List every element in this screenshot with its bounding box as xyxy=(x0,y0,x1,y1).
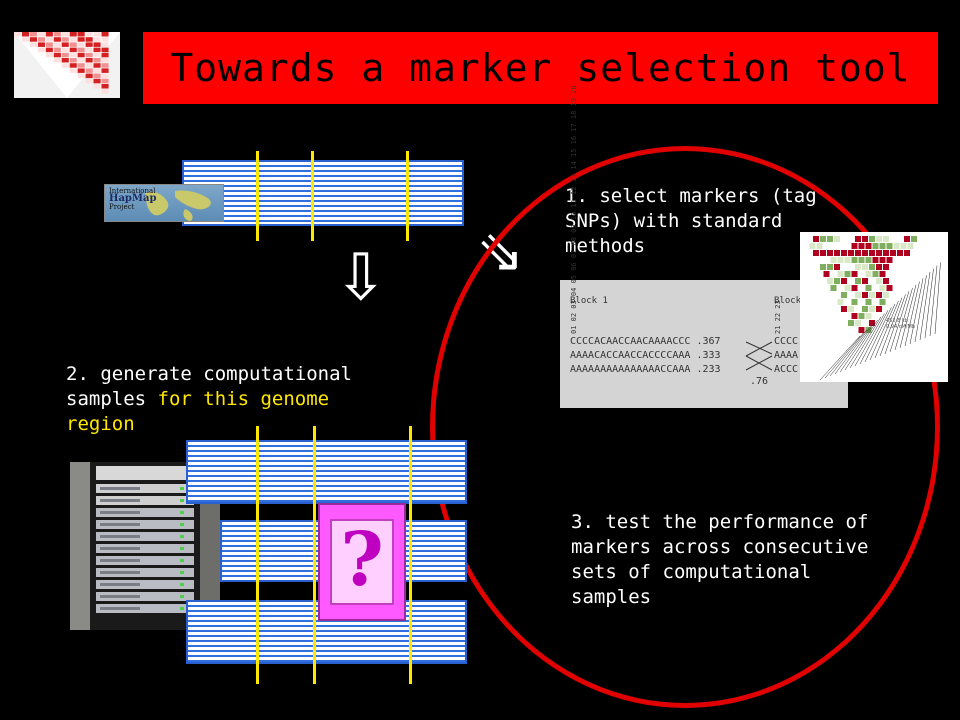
marker-line xyxy=(313,426,316,684)
step2-line1: 2. generate computational xyxy=(66,363,352,385)
world-map-icon xyxy=(145,190,211,221)
marker-line xyxy=(311,151,314,241)
arrow-down-icon: ⇩ xyxy=(334,241,388,315)
highlight-circle xyxy=(430,146,940,708)
ld-triangle-icon xyxy=(14,32,120,98)
haplotype-rows: CCCCACAACCAACAAAACCC .367 AAAACACCAACCAC… xyxy=(570,335,721,377)
page-title: Towards a marker selection tool xyxy=(170,46,911,90)
step3-line1: 3. test the performance of xyxy=(571,511,869,533)
block1-label: Block 1 xyxy=(570,296,608,306)
block2-label: Block xyxy=(774,296,802,306)
hapmap-line3: Project xyxy=(109,203,135,211)
step1-line3: methods xyxy=(565,235,646,257)
question-mark-icon: ? xyxy=(340,517,384,603)
haplotype-row: AAAAAAAAAAAAAAACCAAA .233 xyxy=(570,364,721,375)
ld-heatmap-icon: 452.8 kb 0.94 cM/Mb xyxy=(806,236,941,381)
hapmap-logo-text: International HapMap Project xyxy=(109,187,156,211)
transition-value: .76 xyxy=(750,376,769,387)
hapmap-line2: HapMap xyxy=(109,193,157,204)
step3-line4: samples xyxy=(571,586,652,608)
question-box: ? xyxy=(318,503,406,621)
ld-plot-image: 452.8 kb 0.94 cM/Mb xyxy=(800,232,948,382)
hapmap-line1: International xyxy=(109,187,156,195)
haplotype-row: CCCCACAACCAACAAAACCC .367 xyxy=(570,336,721,347)
step3-line3: sets of computational xyxy=(571,561,812,583)
ld-logo-image xyxy=(14,32,120,98)
step2-text: 2. generate computational samples for th… xyxy=(66,362,352,437)
step2-line3: region xyxy=(66,413,135,435)
server-rack-icon xyxy=(70,462,220,630)
step1-line1: 1. select markers (tag xyxy=(565,185,817,207)
step3-text: 3. test the performance of markers acros… xyxy=(571,510,868,610)
hapmap-logo: International HapMap Project xyxy=(104,184,224,222)
step1-text: 1. select markers (tag SNPs) with standa… xyxy=(565,184,817,259)
haplotype-transition-lines xyxy=(745,341,773,371)
marker-line xyxy=(256,426,259,684)
haplotype-stripes-top xyxy=(182,160,464,226)
step1-line2: SNPs) with standard xyxy=(565,210,783,232)
step2-line2: samples for this genome xyxy=(66,388,330,410)
title-bar: Towards a marker selection tool xyxy=(143,32,938,104)
haplotype-rows-b2: CCCC AAAA ACCC xyxy=(774,336,799,375)
marker-line xyxy=(406,151,409,241)
step2-highlight: for this genome xyxy=(157,388,330,410)
sample-set-1 xyxy=(186,440,467,504)
ld-label-2: 0.94 cM/Mb xyxy=(886,324,915,330)
ld-label-1: 452.8 kb xyxy=(886,318,908,324)
marker-line xyxy=(409,426,412,684)
haplotype-row: AAAACACCAACCACCCCAAA .333 xyxy=(570,350,721,361)
marker-line xyxy=(256,151,259,241)
step3-line2: markers across consecutive xyxy=(571,536,869,558)
